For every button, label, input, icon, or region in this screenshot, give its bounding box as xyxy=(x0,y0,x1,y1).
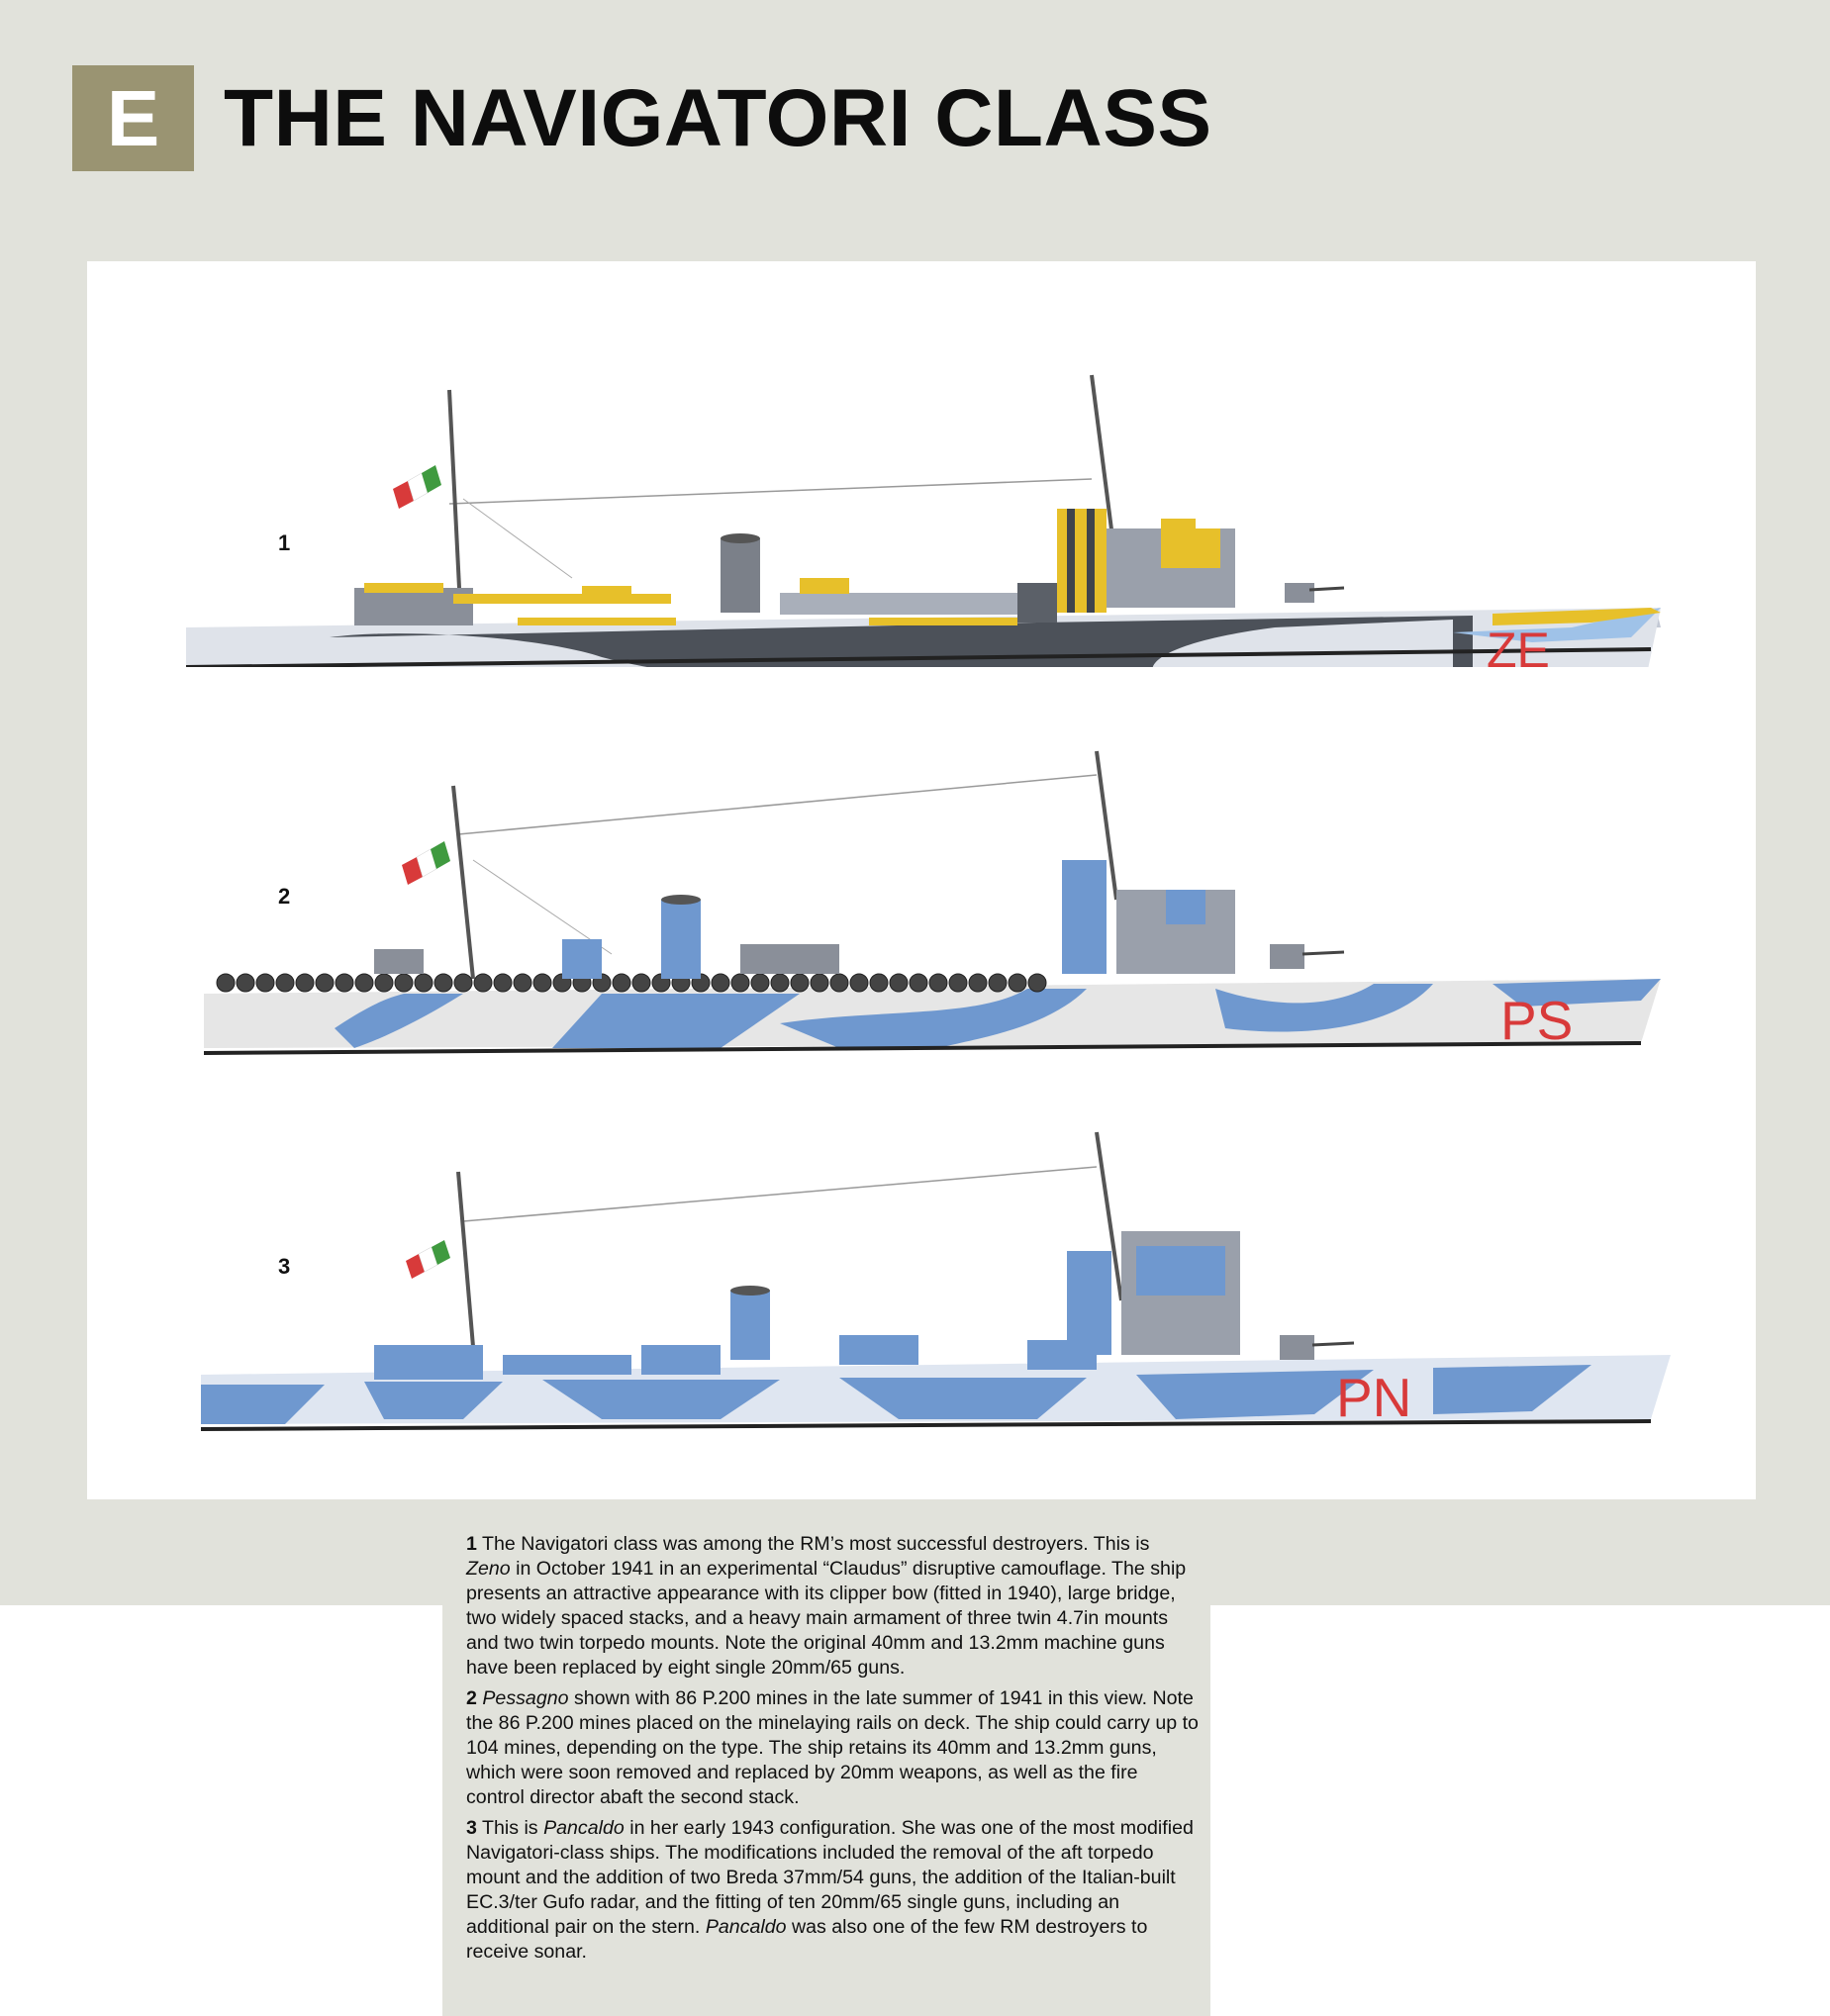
illustration-plate: 1 ZE 2 xyxy=(87,261,1756,1499)
caption-3-text-a: This is xyxy=(476,1817,544,1839)
caption-text: 1 The Navigatori class was among the RM’… xyxy=(466,1532,1199,1970)
italian-flag-1 xyxy=(393,465,441,509)
ship-1-illustration: ZE xyxy=(185,374,1661,667)
hull-code-pn: PN xyxy=(1336,1367,1411,1428)
ship-2-illustration: PS xyxy=(203,750,1661,1055)
plate-letter-badge: E xyxy=(72,65,194,171)
caption-1-ship-name: Zeno xyxy=(466,1558,511,1580)
figure-number-3: 3 xyxy=(278,1254,291,1279)
italian-flag-2 xyxy=(402,841,450,885)
caption-1: 1 The Navigatori class was among the RM’… xyxy=(466,1532,1199,1680)
caption-2: 2 Pessagno shown with 86 P.200 mines in … xyxy=(466,1686,1199,1810)
caption-2-ship-name: Pessagno xyxy=(482,1687,569,1709)
caption-1-text-b: in October 1941 in an experimental “Clau… xyxy=(466,1558,1187,1679)
figure-number-1: 1 xyxy=(278,530,291,555)
caption-3: 3 This is Pancaldo in her early 1943 con… xyxy=(466,1816,1199,1965)
figure-number-2: 2 xyxy=(278,884,291,909)
hull-code-ps: PS xyxy=(1500,990,1573,1051)
caption-3-text-c: was also one of the few RM destroyers to… xyxy=(466,1916,1148,1963)
caption-3-number: 3 xyxy=(466,1817,477,1839)
page-title: THE NAVIGATORI CLASS xyxy=(224,73,1212,163)
caption-1-number: 1 xyxy=(466,1533,477,1555)
mine-row-ship-2 xyxy=(216,973,1047,993)
italian-flag-3 xyxy=(406,1240,450,1279)
caption-1-text-a: The Navigatori class was among the RM’s … xyxy=(476,1533,1150,1555)
caption-box xyxy=(442,1522,1210,2016)
caption-3-ship-name-2: Pancaldo xyxy=(705,1916,787,1938)
caption-2-number: 2 xyxy=(466,1687,477,1709)
caption-3-ship-name: Pancaldo xyxy=(543,1817,625,1839)
ship-3-illustration: PN xyxy=(200,1131,1671,1431)
hull-code-ze: ZE xyxy=(1487,623,1550,667)
caption-2-text: shown with 86 P.200 mines in the late su… xyxy=(466,1687,1199,1808)
caption-3-text-b: in her early 1943 configuration. She was… xyxy=(466,1817,1194,1938)
